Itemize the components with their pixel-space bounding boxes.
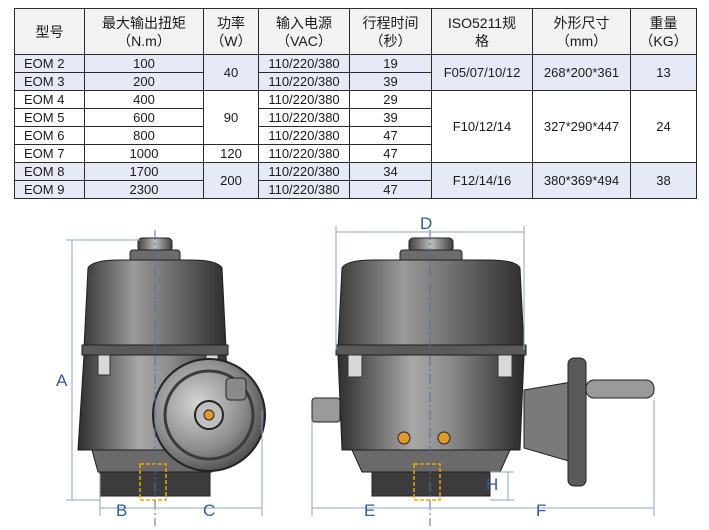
model-cell: EOM 4 xyxy=(14,90,85,109)
front-bolt-left xyxy=(97,354,111,376)
weight-cell: 38 xyxy=(630,162,697,199)
time-cell: 47 xyxy=(349,144,432,163)
header-power: 功率（W） xyxy=(203,8,259,55)
dim-f-label: F xyxy=(536,501,546,520)
side-body xyxy=(337,354,525,451)
power-cell: 40 xyxy=(203,54,259,91)
torque-cell: 400 xyxy=(84,90,204,109)
table-row: EOM 8 1700 200 110/220/380 34 F12/14/16 … xyxy=(14,162,697,199)
time-cell: 47 xyxy=(349,126,432,145)
side-cable-gland xyxy=(311,397,341,423)
header-size: 外形尺寸（mm） xyxy=(532,8,631,55)
header-weight: 重量（KG） xyxy=(630,8,697,55)
side-view xyxy=(311,237,655,501)
model-cell: EOM 5 xyxy=(14,108,85,127)
side-cover-flange xyxy=(335,344,527,356)
side-port-right xyxy=(437,431,451,445)
voltage-cell: 110/220/380 xyxy=(258,180,350,199)
side-bolt-left xyxy=(347,354,363,378)
dim-c-label: C xyxy=(203,501,215,520)
front-handle-knob xyxy=(225,377,247,401)
side-base xyxy=(351,449,511,473)
table-row: EOM 7 1000 120 110/220/380 47 xyxy=(14,144,697,163)
iso-cell: F10/12/14 xyxy=(431,90,533,163)
table-row: EOM 6 800 110/220/380 47 xyxy=(14,126,697,145)
voltage-cell: 110/220/380 xyxy=(258,126,350,145)
model-cell: EOM 7 xyxy=(14,144,85,163)
voltage-cell: 110/220/380 xyxy=(258,162,350,181)
torque-cell: 2300 xyxy=(84,180,204,199)
front-handwheel-rim xyxy=(163,369,255,461)
torque-cell: 200 xyxy=(84,72,204,91)
torque-cell: 1000 xyxy=(84,144,204,163)
dim-b-label: B xyxy=(116,501,127,520)
size-cell: 327*290*447 xyxy=(532,90,631,163)
time-cell: 34 xyxy=(349,162,432,181)
voltage-cell: 110/220/380 xyxy=(258,144,350,163)
voltage-cell: 110/220/380 xyxy=(258,108,350,127)
dimension-lines: A B C D E F H xyxy=(56,214,655,526)
header-torque: 最大输出扭矩（N.m） xyxy=(84,8,204,55)
time-cell: 39 xyxy=(349,108,432,127)
front-output-shaft xyxy=(139,463,167,501)
dim-a-label: A xyxy=(56,371,68,390)
side-bolt-right xyxy=(497,354,513,378)
model-cell: EOM 9 xyxy=(14,180,85,199)
voltage-cell: 110/220/380 xyxy=(258,90,350,109)
torque-cell: 800 xyxy=(84,126,204,145)
weight-cell: 24 xyxy=(630,90,697,163)
dim-h-label: H xyxy=(486,475,498,494)
spec-table: 型号 最大输出扭矩（N.m） 功率（W） 输入电源（VAC） 行程时间（秒） I… xyxy=(14,8,697,199)
header-voltage: 输入电源（VAC） xyxy=(258,8,350,55)
power-cell: 120 xyxy=(203,144,259,163)
time-cell: 39 xyxy=(349,72,432,91)
power-cell: 90 xyxy=(203,90,259,145)
table-row: EOM 3 200 110/220/380 39 xyxy=(14,72,697,91)
table-row: EOM 2 100 40 110/220/380 19 F05/07/10/12… xyxy=(14,54,697,91)
voltage-cell: 110/220/380 xyxy=(258,54,350,73)
side-cover-dome xyxy=(337,259,525,349)
size-cell: 380*369*494 xyxy=(532,162,631,199)
side-wheel-arm xyxy=(523,381,573,463)
torque-cell: 600 xyxy=(84,108,204,127)
size-cell: 268*200*361 xyxy=(532,54,631,91)
model-cell: EOM 2 xyxy=(14,54,85,73)
side-handwheel xyxy=(567,357,587,487)
actuator-drawings: A B C D E F H xyxy=(56,214,655,526)
front-handwheel-center xyxy=(203,409,215,421)
table-row: EOM 4 400 90 110/220/380 29 F10/12/14 32… xyxy=(14,90,697,163)
side-mount-flange xyxy=(371,471,491,497)
dim-e-label: E xyxy=(364,501,375,520)
table-header-row: 型号 最大输出扭矩（N.m） 功率（W） 输入电源（VAC） 行程时间（秒） I… xyxy=(14,8,697,55)
model-cell: EOM 8 xyxy=(14,162,85,181)
iso-cell: F12/14/16 xyxy=(431,162,533,199)
torque-cell: 1700 xyxy=(84,162,204,181)
side-handle xyxy=(585,379,655,399)
weight-cell: 13 xyxy=(630,54,697,91)
power-cell: 200 xyxy=(203,162,259,199)
header-iso: ISO5211规格 xyxy=(431,8,533,55)
model-cell: EOM 6 xyxy=(14,126,85,145)
voltage-cell: 110/220/380 xyxy=(258,72,350,91)
time-cell: 19 xyxy=(349,54,432,73)
front-view xyxy=(77,237,266,501)
torque-cell: 100 xyxy=(84,54,204,73)
side-port-left xyxy=(397,431,411,445)
header-model: 型号 xyxy=(14,8,85,55)
time-cell: 29 xyxy=(349,90,432,109)
dim-d-label: D xyxy=(420,214,432,233)
model-cell: EOM 3 xyxy=(14,72,85,91)
side-output-shaft xyxy=(413,463,441,501)
iso-cell: F05/07/10/12 xyxy=(431,54,533,91)
time-cell: 47 xyxy=(349,180,432,199)
header-time: 行程时间（秒） xyxy=(349,8,432,55)
table-row: EOM 9 2300 110/220/380 47 xyxy=(14,180,697,199)
